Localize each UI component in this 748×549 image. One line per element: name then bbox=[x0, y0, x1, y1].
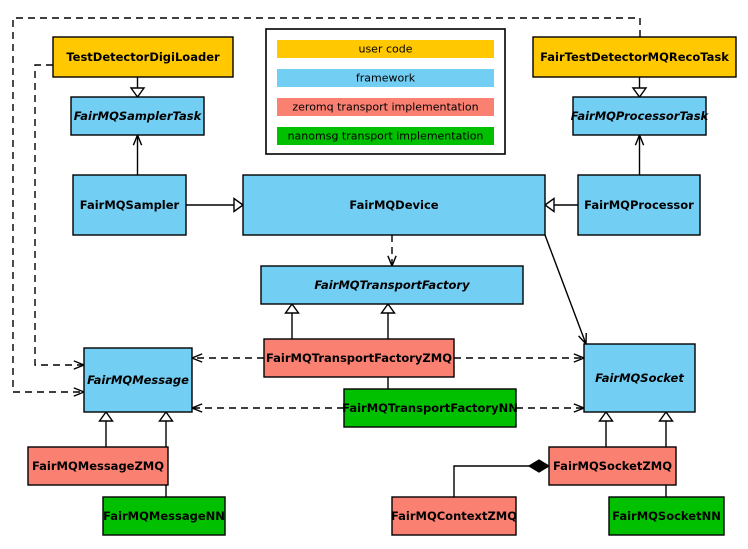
contextzmq-socketzmq-composition-diamond bbox=[527, 459, 551, 473]
class-node-FairMQTransportFactoryNN[interactable]: FairMQTransportFactoryNN bbox=[342, 388, 518, 428]
class-node-FairMQSocket[interactable]: FairMQSocket bbox=[583, 343, 696, 413]
legend-item-1: framework bbox=[277, 69, 494, 87]
class-node-box[interactable] bbox=[391, 496, 517, 536]
class-node-FairMQMessageNN[interactable]: FairMQMessageNN bbox=[102, 496, 226, 536]
class-node-box[interactable] bbox=[260, 265, 524, 305]
legend-item-2: zeromq transport implementation bbox=[277, 98, 494, 116]
class-node-box[interactable] bbox=[52, 36, 234, 78]
socketzmq-socket-generalization-arrowhead bbox=[598, 410, 614, 422]
messagezmq-message-generalization-arrowhead bbox=[98, 410, 114, 422]
class-node-FairMQProcessor[interactable]: FairMQProcessor bbox=[577, 174, 701, 236]
class-node-box[interactable] bbox=[27, 446, 169, 486]
class-node-FairMQContextZMQ[interactable]: FairMQContextZMQ bbox=[391, 496, 517, 536]
legend-swatch bbox=[277, 40, 494, 58]
legend-layer: user code framework zeromq transport imple… bbox=[265, 28, 506, 155]
class-node-box[interactable] bbox=[608, 496, 725, 536]
legend-item-3: nanomsg transport implementation bbox=[277, 127, 494, 145]
sampler-device-generalization-arrowhead bbox=[233, 197, 245, 213]
tfzmq-tf-generalization-arrowhead bbox=[284, 302, 300, 314]
recotask-message-line bbox=[12, 17, 641, 393]
legend-item-0: user code bbox=[277, 40, 494, 58]
class-node-box[interactable] bbox=[83, 347, 193, 413]
class-node-FairMQMessageZMQ[interactable]: FairMQMessageZMQ bbox=[27, 446, 169, 486]
legend-swatch bbox=[277, 98, 494, 116]
class-node-FairMQSocketNN[interactable]: FairMQSocketNN bbox=[608, 496, 725, 536]
processor-device-generalization-arrowhead bbox=[543, 197, 555, 213]
contextzmq-socketzmq-line bbox=[453, 465, 549, 497]
class-node-FairTestDetectorMQRecoTask[interactable]: FairTestDetectorMQRecoTask bbox=[532, 36, 737, 78]
messagenn-message-generalization-arrowhead bbox=[158, 410, 174, 422]
class-node-box[interactable] bbox=[102, 496, 226, 536]
class-node-box[interactable] bbox=[532, 36, 737, 78]
class-node-box[interactable] bbox=[572, 96, 707, 136]
device-socket-line bbox=[544, 234, 587, 345]
class-node-FairMQSamplerTask[interactable]: FairMQSamplerTask bbox=[70, 96, 205, 136]
class-node-FairMQSocketZMQ[interactable]: FairMQSocketZMQ bbox=[548, 446, 677, 486]
class-node-FairMQSampler[interactable]: FairMQSampler bbox=[72, 174, 187, 236]
class-node-TestDetectorDigiLoader[interactable]: TestDetectorDigiLoader bbox=[52, 36, 234, 78]
digiloader-message-line bbox=[34, 64, 84, 366]
class-node-box[interactable] bbox=[242, 174, 546, 236]
tfnn-tf-generalization-arrowhead bbox=[380, 302, 396, 314]
class-node-box[interactable] bbox=[263, 338, 455, 378]
legend-swatch bbox=[277, 69, 494, 87]
class-node-box[interactable] bbox=[72, 174, 187, 236]
legend-swatch bbox=[277, 127, 494, 145]
class-node-FairMQDevice[interactable]: FairMQDevice bbox=[242, 174, 546, 236]
digiloader-samplertask-generalization-arrowhead bbox=[129, 87, 146, 99]
class-node-box[interactable] bbox=[577, 174, 701, 236]
legend: user code framework zeromq transport imple… bbox=[265, 28, 506, 155]
socketnn-socket-generalization-arrowhead bbox=[658, 410, 674, 422]
class-node-FairMQProcessorTask[interactable]: FairMQProcessorTask bbox=[571, 96, 710, 136]
recotask-processortask-generalization-arrowhead bbox=[631, 87, 648, 99]
class-node-FairMQMessage[interactable]: FairMQMessage bbox=[83, 347, 193, 413]
class-node-box[interactable] bbox=[548, 446, 677, 486]
class-node-box[interactable] bbox=[583, 343, 696, 413]
class-node-box[interactable] bbox=[70, 96, 205, 136]
class-node-FairMQTransportFactoryZMQ[interactable]: FairMQTransportFactoryZMQ bbox=[263, 338, 455, 378]
class-node-box[interactable] bbox=[343, 388, 517, 428]
class-node-FairMQTransportFactory[interactable]: FairMQTransportFactory bbox=[260, 265, 524, 305]
